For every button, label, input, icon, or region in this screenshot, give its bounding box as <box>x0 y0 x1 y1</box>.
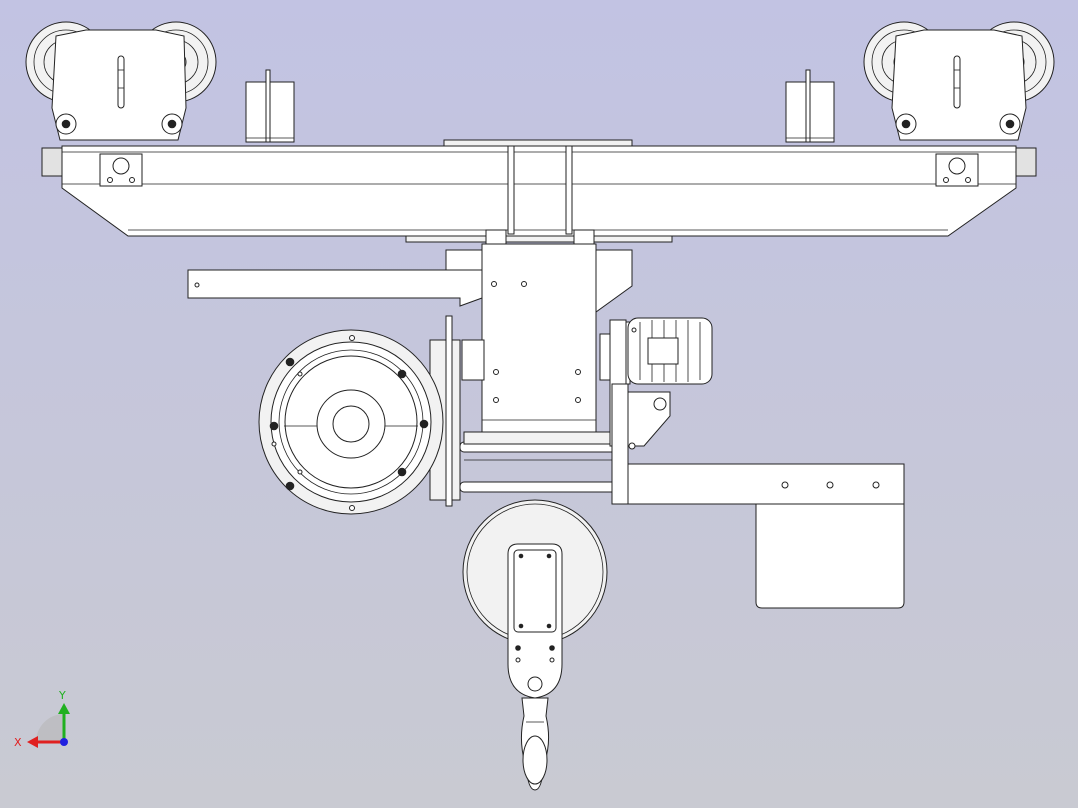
gearbox-plate <box>609 319 671 505</box>
hook-block[interactable] <box>462 499 608 791</box>
hanger-block[interactable] <box>445 229 633 433</box>
hoist-drum[interactable] <box>258 315 485 515</box>
right-top-bracket <box>785 69 835 143</box>
right-wheel-assembly[interactable] <box>863 21 1055 141</box>
right-arm <box>627 463 905 505</box>
triad-x-label: X <box>14 736 22 749</box>
axis-triad: X Y <box>14 689 70 749</box>
triad-z-axis <box>60 738 68 746</box>
left-wheel-assembly[interactable] <box>25 21 217 141</box>
left-arm-bar <box>187 269 483 307</box>
triad-y-label: Y <box>58 689 66 702</box>
counterweight-plate <box>755 503 905 609</box>
left-top-bracket <box>245 69 295 143</box>
triad-x-arrow <box>27 736 38 748</box>
tie-rods <box>459 431 629 493</box>
main-beam[interactable] <box>41 139 1037 243</box>
triad-y-arrow <box>58 703 70 714</box>
